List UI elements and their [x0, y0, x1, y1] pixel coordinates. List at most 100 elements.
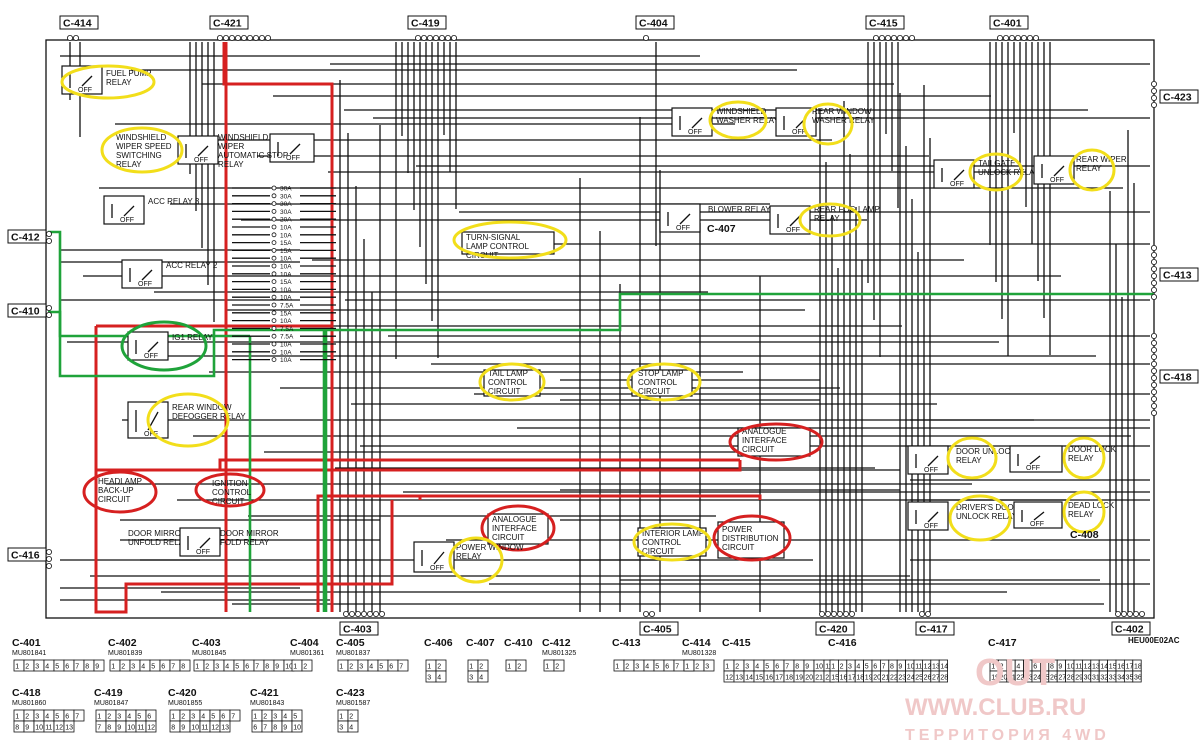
fuse-terminal — [271, 263, 277, 269]
highlight-red — [82, 470, 158, 514]
legend-cell-number: 10 — [1067, 664, 1075, 671]
legend-cell-number: 2 — [121, 664, 125, 671]
component-label-line: WINDSHIELD — [116, 133, 166, 142]
fuse-terminal — [271, 193, 277, 199]
connector-label: C-402 — [1115, 624, 1144, 636]
component-label-line: CONTROL — [212, 488, 252, 497]
highlight-red — [194, 472, 266, 508]
connector-pin — [432, 35, 439, 42]
legend-cell-number: 13 — [221, 725, 229, 732]
legend-connector-label: C-413 — [612, 637, 641, 649]
connector-pin — [342, 611, 349, 618]
component-box — [933, 159, 975, 189]
legend-cell-number: 4 — [45, 714, 49, 721]
connector-pin — [891, 35, 898, 42]
connector-pin — [46, 311, 53, 318]
legend-cell-number: 9 — [1058, 664, 1062, 671]
connector-pin — [997, 35, 1004, 42]
diagram-code: HEU00E02AC — [1128, 636, 1180, 645]
connector-label: C-414 — [63, 18, 92, 30]
fuse-rating: 10A — [280, 232, 292, 239]
connector-tag — [989, 15, 1029, 30]
legend-cell-number: 6 — [665, 664, 669, 671]
legend-cell-number: 6 — [65, 664, 69, 671]
legend-cell-number: 4 — [1016, 664, 1020, 671]
legend-connector-label: C-420 — [168, 687, 197, 699]
component-box — [631, 369, 693, 397]
connector-label-c407: C-407 — [707, 223, 736, 235]
connector-pin — [46, 563, 53, 570]
component-label-line: POWER — [722, 525, 752, 534]
connector-pin — [372, 611, 379, 618]
fuse-terminal — [271, 247, 277, 253]
connector-pin — [903, 35, 910, 42]
legend-cell-number: 15 — [1109, 664, 1117, 671]
relay-off-label: OFF — [286, 155, 300, 162]
legend-cell-number: 25 — [1042, 675, 1050, 682]
connector-pin — [216, 35, 223, 42]
green-wire — [48, 292, 1154, 378]
fuse-rating: 10A — [280, 342, 292, 349]
legend-cell-number: 12 — [147, 725, 155, 732]
legend-cell-number: 11 — [1075, 664, 1082, 671]
legend-cell-number: 6 — [1033, 664, 1037, 671]
legend-cell-number: 11 — [137, 725, 144, 732]
connector-pin — [426, 35, 433, 42]
connector-pin — [1151, 402, 1158, 409]
legend-cell-number: 9 — [275, 664, 279, 671]
component-label-line: CIRCUIT — [722, 543, 755, 552]
legend-cell-number: 17 — [1126, 664, 1134, 671]
watermark: OUT WWW.CLUB.RU ТЕРРИТОРИЯ 4WD — [905, 652, 1106, 744]
legend-cell-number: 9 — [25, 725, 29, 732]
connector-pin — [378, 611, 385, 618]
legend-cell-number: 9 — [181, 725, 185, 732]
red-wire — [222, 42, 334, 612]
connector-c-413: C-413 — [1159, 267, 1199, 282]
fuse-rating: 15A — [280, 279, 292, 286]
relay-contact — [789, 215, 801, 227]
legend-cell-number: 6 — [253, 725, 257, 732]
legend-cell-number: 5 — [55, 714, 59, 721]
highlight-yellow — [708, 100, 768, 140]
legend-cell-number: 9 — [898, 664, 902, 671]
connector-pin — [67, 35, 74, 42]
component-label-line: DRIVER'S DOOR — [956, 503, 1020, 512]
fuse-rating: 30A — [280, 209, 292, 216]
legend-cell-number: 19 — [865, 675, 873, 682]
legend-cell-number: 23 — [1025, 675, 1033, 682]
highlight-red — [712, 514, 792, 562]
relay-contact — [927, 455, 939, 467]
fuse-terminal — [271, 208, 277, 214]
component-label-line: LAMP CONTROL — [466, 242, 530, 251]
connector-c-412: C-412 — [7, 229, 47, 244]
legend-cell-number: 2 — [735, 664, 739, 671]
legend-cell-number: 9 — [283, 725, 287, 732]
component-label-line: WIPER — [218, 142, 244, 151]
legend-cell-number: 7 — [882, 664, 886, 671]
connector-label: C-413 — [1163, 270, 1192, 282]
inline-labels: C-407 C-408 HEU00E02AC — [707, 223, 1180, 645]
legend-cell-number: 6 — [245, 664, 249, 671]
legend-cell-number: 9 — [95, 664, 99, 671]
connector-pin — [1151, 360, 1158, 367]
legend-cell-number: 33 — [1109, 675, 1117, 682]
legend-cell — [703, 659, 715, 672]
connector-tag — [7, 229, 47, 244]
legend-cell-number: 24 — [907, 675, 915, 682]
component-label-line: WIPER SPEED — [116, 142, 172, 151]
component-box — [121, 259, 163, 289]
connector-pin — [837, 611, 844, 618]
fuse-terminal — [271, 216, 277, 222]
legend-cell-number: 15 — [755, 675, 763, 682]
component-label-line: RELAY — [1068, 454, 1094, 463]
